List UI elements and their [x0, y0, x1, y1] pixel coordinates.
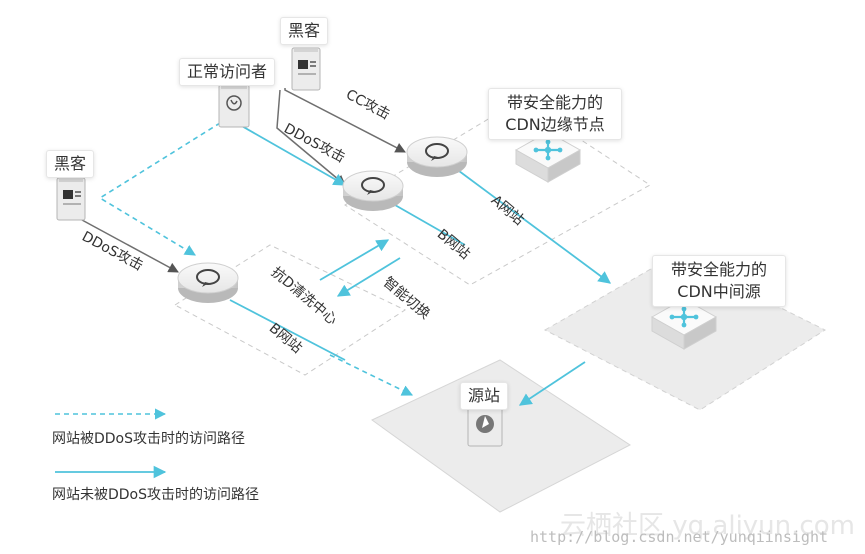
- hacker-left-label: 黑客: [46, 150, 95, 178]
- hacker-left-icon: [56, 177, 86, 221]
- cdn-middle-box-icon: [650, 298, 718, 350]
- cdn-edge-label: 带安全能力的CDN边缘节点: [488, 88, 622, 140]
- switch-arrow-up: [319, 239, 390, 281]
- switch-arrow-down: [336, 257, 401, 297]
- origin-label: 源站: [460, 382, 509, 410]
- url-watermark: http://blog.csdn.net/yunqiinsight: [530, 528, 829, 546]
- cdn-a-to-middle: [454, 167, 612, 284]
- normal-visitor-icon: [218, 84, 250, 128]
- hacker-left-ddos-line: [81, 219, 179, 273]
- scrub-node: [177, 262, 239, 303]
- cdn-a-node: [406, 136, 468, 177]
- cdn-middle-label: 带安全能力的CDN中间源: [652, 255, 786, 307]
- normal-visitor-label: 正常访问者: [179, 58, 276, 86]
- scrub-dashed-to-origin: [329, 354, 414, 396]
- cdn-b-node: [342, 170, 404, 211]
- middle-to-origin: [518, 361, 586, 406]
- visitor-to-b-solid: [239, 124, 347, 186]
- scrub-center-zone: [174, 244, 407, 376]
- hacker-top-label: 黑客: [280, 17, 329, 45]
- scrub-to-origin: [229, 299, 346, 361]
- legend-dashed-text: 网站被DDoS攻击时的访问路径: [52, 431, 246, 447]
- hacker-top-icon: [291, 47, 321, 91]
- visitor-dashed-path: [98, 117, 229, 256]
- hacker-to-b-line: [276, 89, 346, 186]
- faint-watermark: 云栖社区 yq.aliyun.com: [560, 511, 855, 541]
- hacker-to-cdn-line: [284, 88, 406, 153]
- cdn-b-to-middle: [394, 204, 466, 246]
- cdn-edge-zone: [344, 99, 651, 286]
- legend-solid-text: 网站未被DDoS攻击时的访问路径: [52, 487, 260, 503]
- cdn-edge-box-icon: [514, 131, 582, 183]
